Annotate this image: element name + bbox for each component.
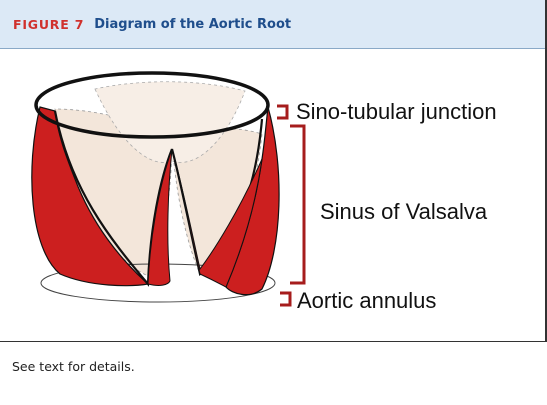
aortic-root-diagram: Sino-tubular junction Sinus of Valsalva … — [0, 49, 547, 341]
figure-caption: See text for details. — [12, 359, 135, 374]
sinus-label: Sinus of Valsalva — [320, 199, 488, 224]
figure-header: FIGURE 7 Diagram of the Aortic Root — [0, 0, 547, 49]
sino-tubular-label: Sino-tubular junction — [296, 99, 497, 124]
figure-label: FIGURE 7 — [13, 17, 84, 32]
annulus-label: Aortic annulus — [297, 288, 436, 313]
figure-title: Diagram of the Aortic Root — [94, 17, 291, 32]
annulus-bracket — [280, 293, 290, 305]
sino-tubular-bracket — [277, 106, 287, 118]
diagram-area: Sino-tubular junction Sinus of Valsalva … — [0, 49, 547, 342]
sinus-bracket — [290, 126, 304, 283]
